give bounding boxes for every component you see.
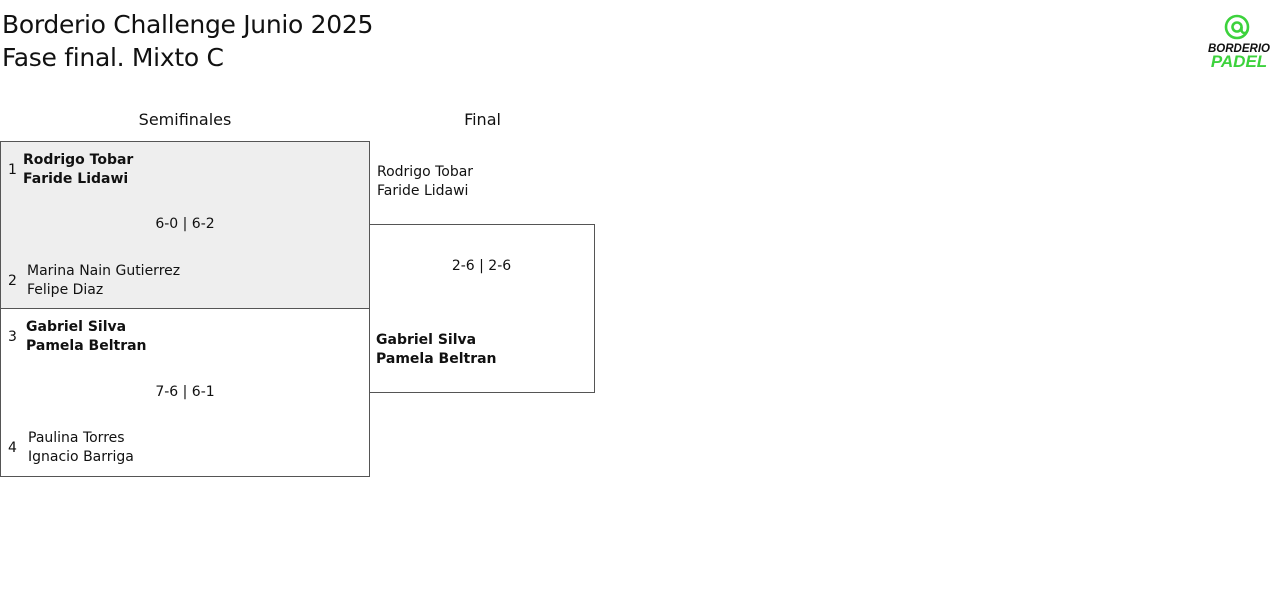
semifinal-match-1: 1 Rodrigo Tobar Faride Lidawi 6-0 | 6-2 … [0, 141, 370, 309]
tournament-name: Borderio Challenge Junio 2025 [2, 10, 374, 39]
match-score: 2-6 | 2-6 [451, 258, 512, 274]
final-team-top: Rodrigo Tobar Faride Lidawi [377, 163, 473, 201]
seed-number: 1 [8, 162, 17, 178]
seed-number: 4 [8, 440, 17, 456]
seed-number: 3 [8, 329, 17, 345]
player-name: Pamela Beltran [26, 338, 147, 354]
round-header-semifinals: Semifinales [138, 110, 232, 129]
final-team-bottom: Gabriel Silva Pamela Beltran [376, 331, 497, 369]
player-name: Gabriel Silva [26, 319, 127, 335]
team-names: Marina Nain Gutierrez Felipe Diaz [27, 262, 180, 300]
seed-number: 2 [8, 273, 17, 289]
player-name: Paulina Torres [28, 430, 125, 446]
player-name: Rodrigo Tobar [377, 164, 474, 180]
page-title: Borderio Challenge Junio 2025 Fase final… [2, 8, 373, 74]
player-name: Gabriel Silva [376, 332, 477, 348]
team-names: Paulina Torres Ignacio Barriga [28, 429, 134, 467]
semifinal-match-2: 3 Gabriel Silva Pamela Beltran 7-6 | 6-1… [0, 308, 370, 477]
match-score: 6-0 | 6-2 [155, 216, 215, 232]
round-header-final: Final [464, 110, 501, 129]
logo-text-padel: PADEL [1211, 52, 1267, 70]
logo-text-borderio: BORDERIO [1208, 43, 1270, 55]
player-name: Rodrigo Tobar [23, 152, 134, 168]
player-name: Pamela Beltran [376, 351, 497, 367]
borderio-padel-logo: BORDERIO PADEL [1208, 14, 1270, 70]
player-name: Faride Lidawi [23, 171, 129, 187]
player-name: Felipe Diaz [27, 282, 104, 298]
player-name: Ignacio Barriga [28, 449, 134, 465]
team-names: Gabriel Silva Pamela Beltran [26, 318, 147, 356]
team-names: Rodrigo Tobar Faride Lidawi [23, 151, 133, 189]
at-sign-ball-icon [1224, 14, 1250, 40]
player-name: Faride Lidawi [377, 183, 469, 199]
phase-name: Fase final. Mixto C [2, 43, 224, 72]
final-match: 2-6 | 2-6 Gabriel Silva Pamela Beltran [369, 224, 595, 393]
player-name: Marina Nain Gutierrez [27, 263, 181, 279]
match-score: 7-6 | 6-1 [155, 384, 215, 400]
